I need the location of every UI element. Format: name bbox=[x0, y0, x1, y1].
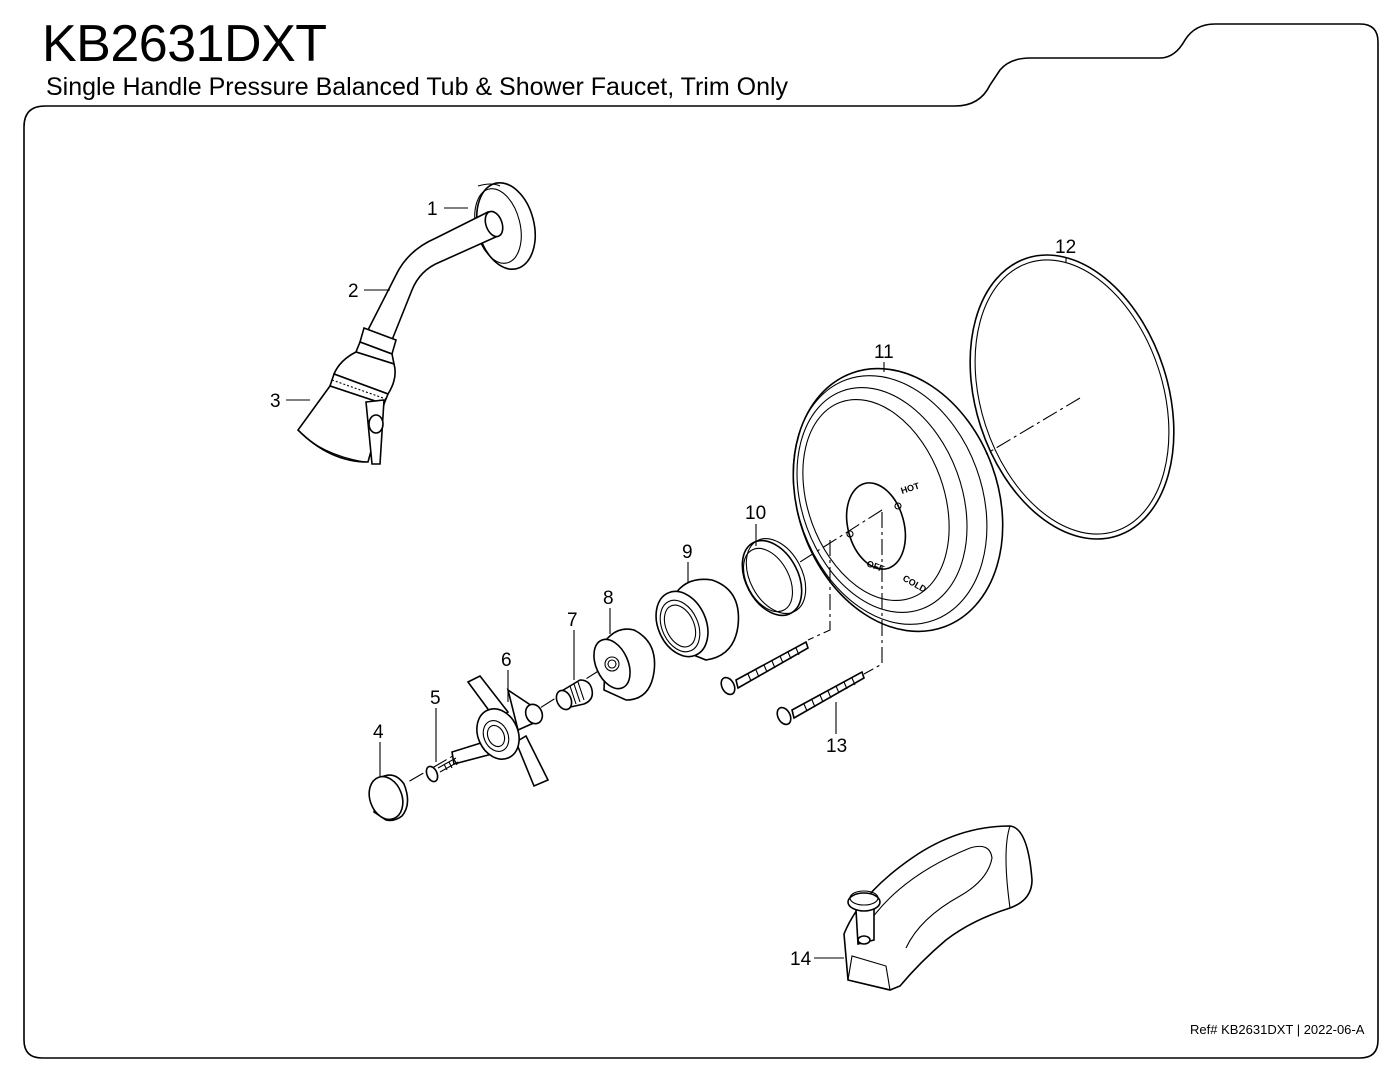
part-11-escutcheon: HOT OFF COLD bbox=[792, 367, 1004, 633]
callout-13: 13 bbox=[826, 736, 847, 757]
callout-11: 11 bbox=[874, 342, 894, 363]
callout-4: 4 bbox=[373, 722, 384, 743]
screw-guide-upper bbox=[807, 540, 831, 641]
callout-1: 1 bbox=[427, 199, 438, 220]
callout-7: 7 bbox=[567, 610, 578, 631]
callout-5: 5 bbox=[430, 688, 441, 709]
callout-8: 8 bbox=[603, 588, 614, 609]
part-5-screw bbox=[425, 757, 459, 783]
part-12-gasket bbox=[969, 254, 1175, 540]
reference-note: Ref# KB2631DXT | 2022-06-A bbox=[1190, 1022, 1365, 1037]
part-8-adapter bbox=[593, 628, 656, 701]
part-10-ring bbox=[741, 538, 807, 617]
callout-3: 3 bbox=[270, 391, 281, 412]
part-14-tub-spout bbox=[843, 825, 1033, 991]
callout-12: 12 bbox=[1055, 237, 1076, 258]
axis-line-mid bbox=[799, 509, 883, 563]
part-7-stem-extension bbox=[555, 679, 594, 711]
part-6-cross-handle bbox=[451, 674, 550, 788]
product-subtitle: Single Handle Pressure Balanced Tub & Sh… bbox=[46, 73, 789, 101]
part-3-shower-head bbox=[296, 326, 397, 465]
part-13-screw-lower bbox=[776, 670, 865, 726]
callout-9: 9 bbox=[682, 542, 693, 563]
sheet-border bbox=[23, 23, 1379, 1059]
model-code: KB2631DXT bbox=[42, 15, 327, 73]
axis-line-rear bbox=[985, 397, 1081, 455]
screw-guide-lower bbox=[863, 512, 883, 675]
part-9-sleeve bbox=[655, 578, 740, 661]
callout-2: 2 bbox=[348, 281, 359, 302]
part-1-flange bbox=[474, 181, 536, 271]
part-13-screw-upper bbox=[720, 640, 809, 696]
part-4-index-cap bbox=[368, 774, 409, 822]
callout-14: 14 bbox=[790, 949, 812, 970]
callout-10: 10 bbox=[745, 503, 766, 524]
callout-6: 6 bbox=[501, 650, 512, 671]
part-2-shower-arm bbox=[366, 210, 504, 342]
callout-leaders bbox=[286, 207, 1067, 959]
